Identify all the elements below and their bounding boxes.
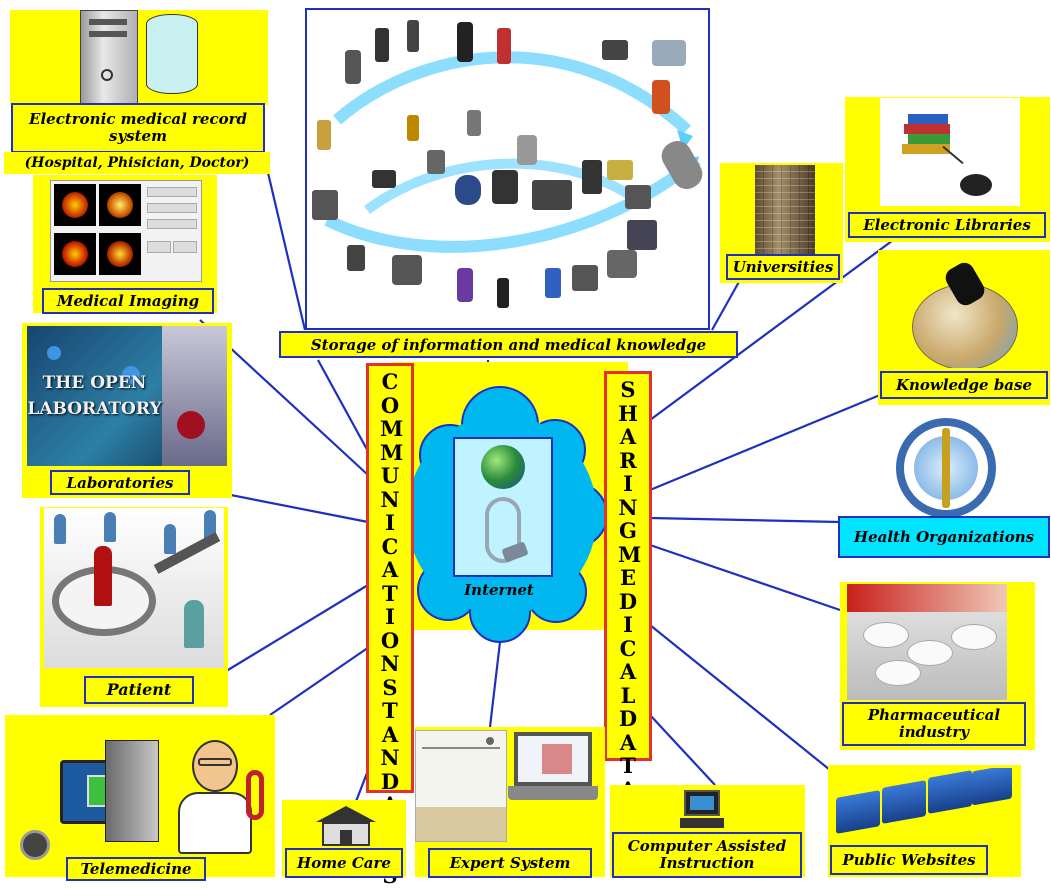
house-icon (316, 806, 376, 846)
universities-label: Universities (726, 254, 840, 280)
computer-terminal-icon (680, 790, 724, 830)
cai-label-line2: Instruction (659, 854, 755, 872)
open-lab-line1: THE OPEN (42, 373, 147, 393)
emr-label-line1: Electronic medical record (29, 110, 247, 128)
www-blocks-image (836, 768, 1014, 840)
patient-text: Patient (106, 680, 172, 699)
internet-text: Internet (464, 581, 534, 599)
doctor-icon (170, 740, 265, 855)
health-organization-emblem (890, 418, 1002, 518)
health-organizations-text: Health Organizations (853, 528, 1035, 546)
laptop-icon (508, 732, 598, 812)
emr-sub-text: (Hospital, Phisician, Doctor) (24, 155, 250, 171)
emr-background (10, 10, 268, 105)
home-care-label: Home Care (285, 848, 403, 878)
pills-image (847, 584, 1007, 700)
communication-standards-label: COMMUNICATION STANDARDS (366, 363, 414, 887)
communication-standards-text: COMMUNICATION STANDARDS (380, 369, 404, 887)
emr-label-line2: system (109, 127, 167, 145)
university-building-image (755, 165, 815, 255)
open-laboratory-image: THE OPEN LABORATORY (27, 326, 227, 466)
storage-knowledge-banner: Storage of information and medical knowl… (279, 331, 738, 358)
public-websites-label: Public Websites (830, 845, 988, 875)
storage-knowledge-text: Storage of information and medical knowl… (310, 335, 707, 354)
patient-label: Patient (84, 676, 194, 704)
pharma-label: Pharmaceutical industry (842, 702, 1026, 746)
telemedicine-label: Telemedicine (66, 857, 206, 881)
computer-tower-icon (80, 10, 138, 105)
knowledge-base-label: Knowledge base (880, 371, 1048, 399)
pharma-label-line1: Pharmaceutical (867, 706, 1001, 724)
emr-label: Electronic medical record system (11, 103, 265, 153)
internet-globe-image (453, 437, 553, 577)
imaging-text: Medical Imaging (56, 292, 200, 310)
cai-label-line1: Computer Assisted (627, 837, 787, 855)
device-cycle-illustration (312, 20, 703, 308)
globe-jumper-image (900, 258, 1028, 368)
cai-label: Computer Assisted Instruction (612, 832, 802, 878)
expert-system-text: Expert System (449, 854, 571, 872)
books-mouse-image (880, 98, 1020, 206)
laboratories-label: Laboratories (50, 470, 190, 495)
internet-label: Internet (453, 578, 545, 602)
e-libraries-label: Electronic Libraries (848, 212, 1046, 238)
expert-system-label: Expert System (428, 848, 592, 878)
open-lab-line2: LABORATORY (27, 399, 162, 419)
database-cylinder-icon (146, 14, 198, 94)
sharing-medical-data-label: SHARING MEDICAL DATA (604, 371, 652, 801)
pharma-label-line2: industry (899, 723, 969, 741)
webcam-icon (20, 830, 50, 860)
imaging-label: Medical Imaging (42, 288, 214, 314)
emr-sub-label: (Hospital, Phisician, Doctor) (4, 152, 270, 174)
telemedicine-text: Telemedicine (80, 860, 192, 878)
universities-text: Universities (732, 258, 834, 276)
laboratories-text: Laboratories (66, 473, 174, 492)
public-websites-text: Public Websites (842, 851, 976, 869)
e-libraries-text: Electronic Libraries (863, 216, 1031, 234)
knowledge-base-text: Knowledge base (895, 376, 1033, 394)
storage-devices-image (305, 8, 710, 330)
home-care-text: Home Care (297, 854, 391, 872)
mri-scan-image (50, 180, 202, 282)
pc-tower-icon (105, 740, 159, 842)
expert-device-image (415, 730, 507, 842)
health-organizations-label: Health Organizations (838, 516, 1050, 558)
sharing-medical-data-text: SHARING MEDICAL DATA (618, 377, 642, 801)
patient-magnifier-image (44, 508, 224, 668)
